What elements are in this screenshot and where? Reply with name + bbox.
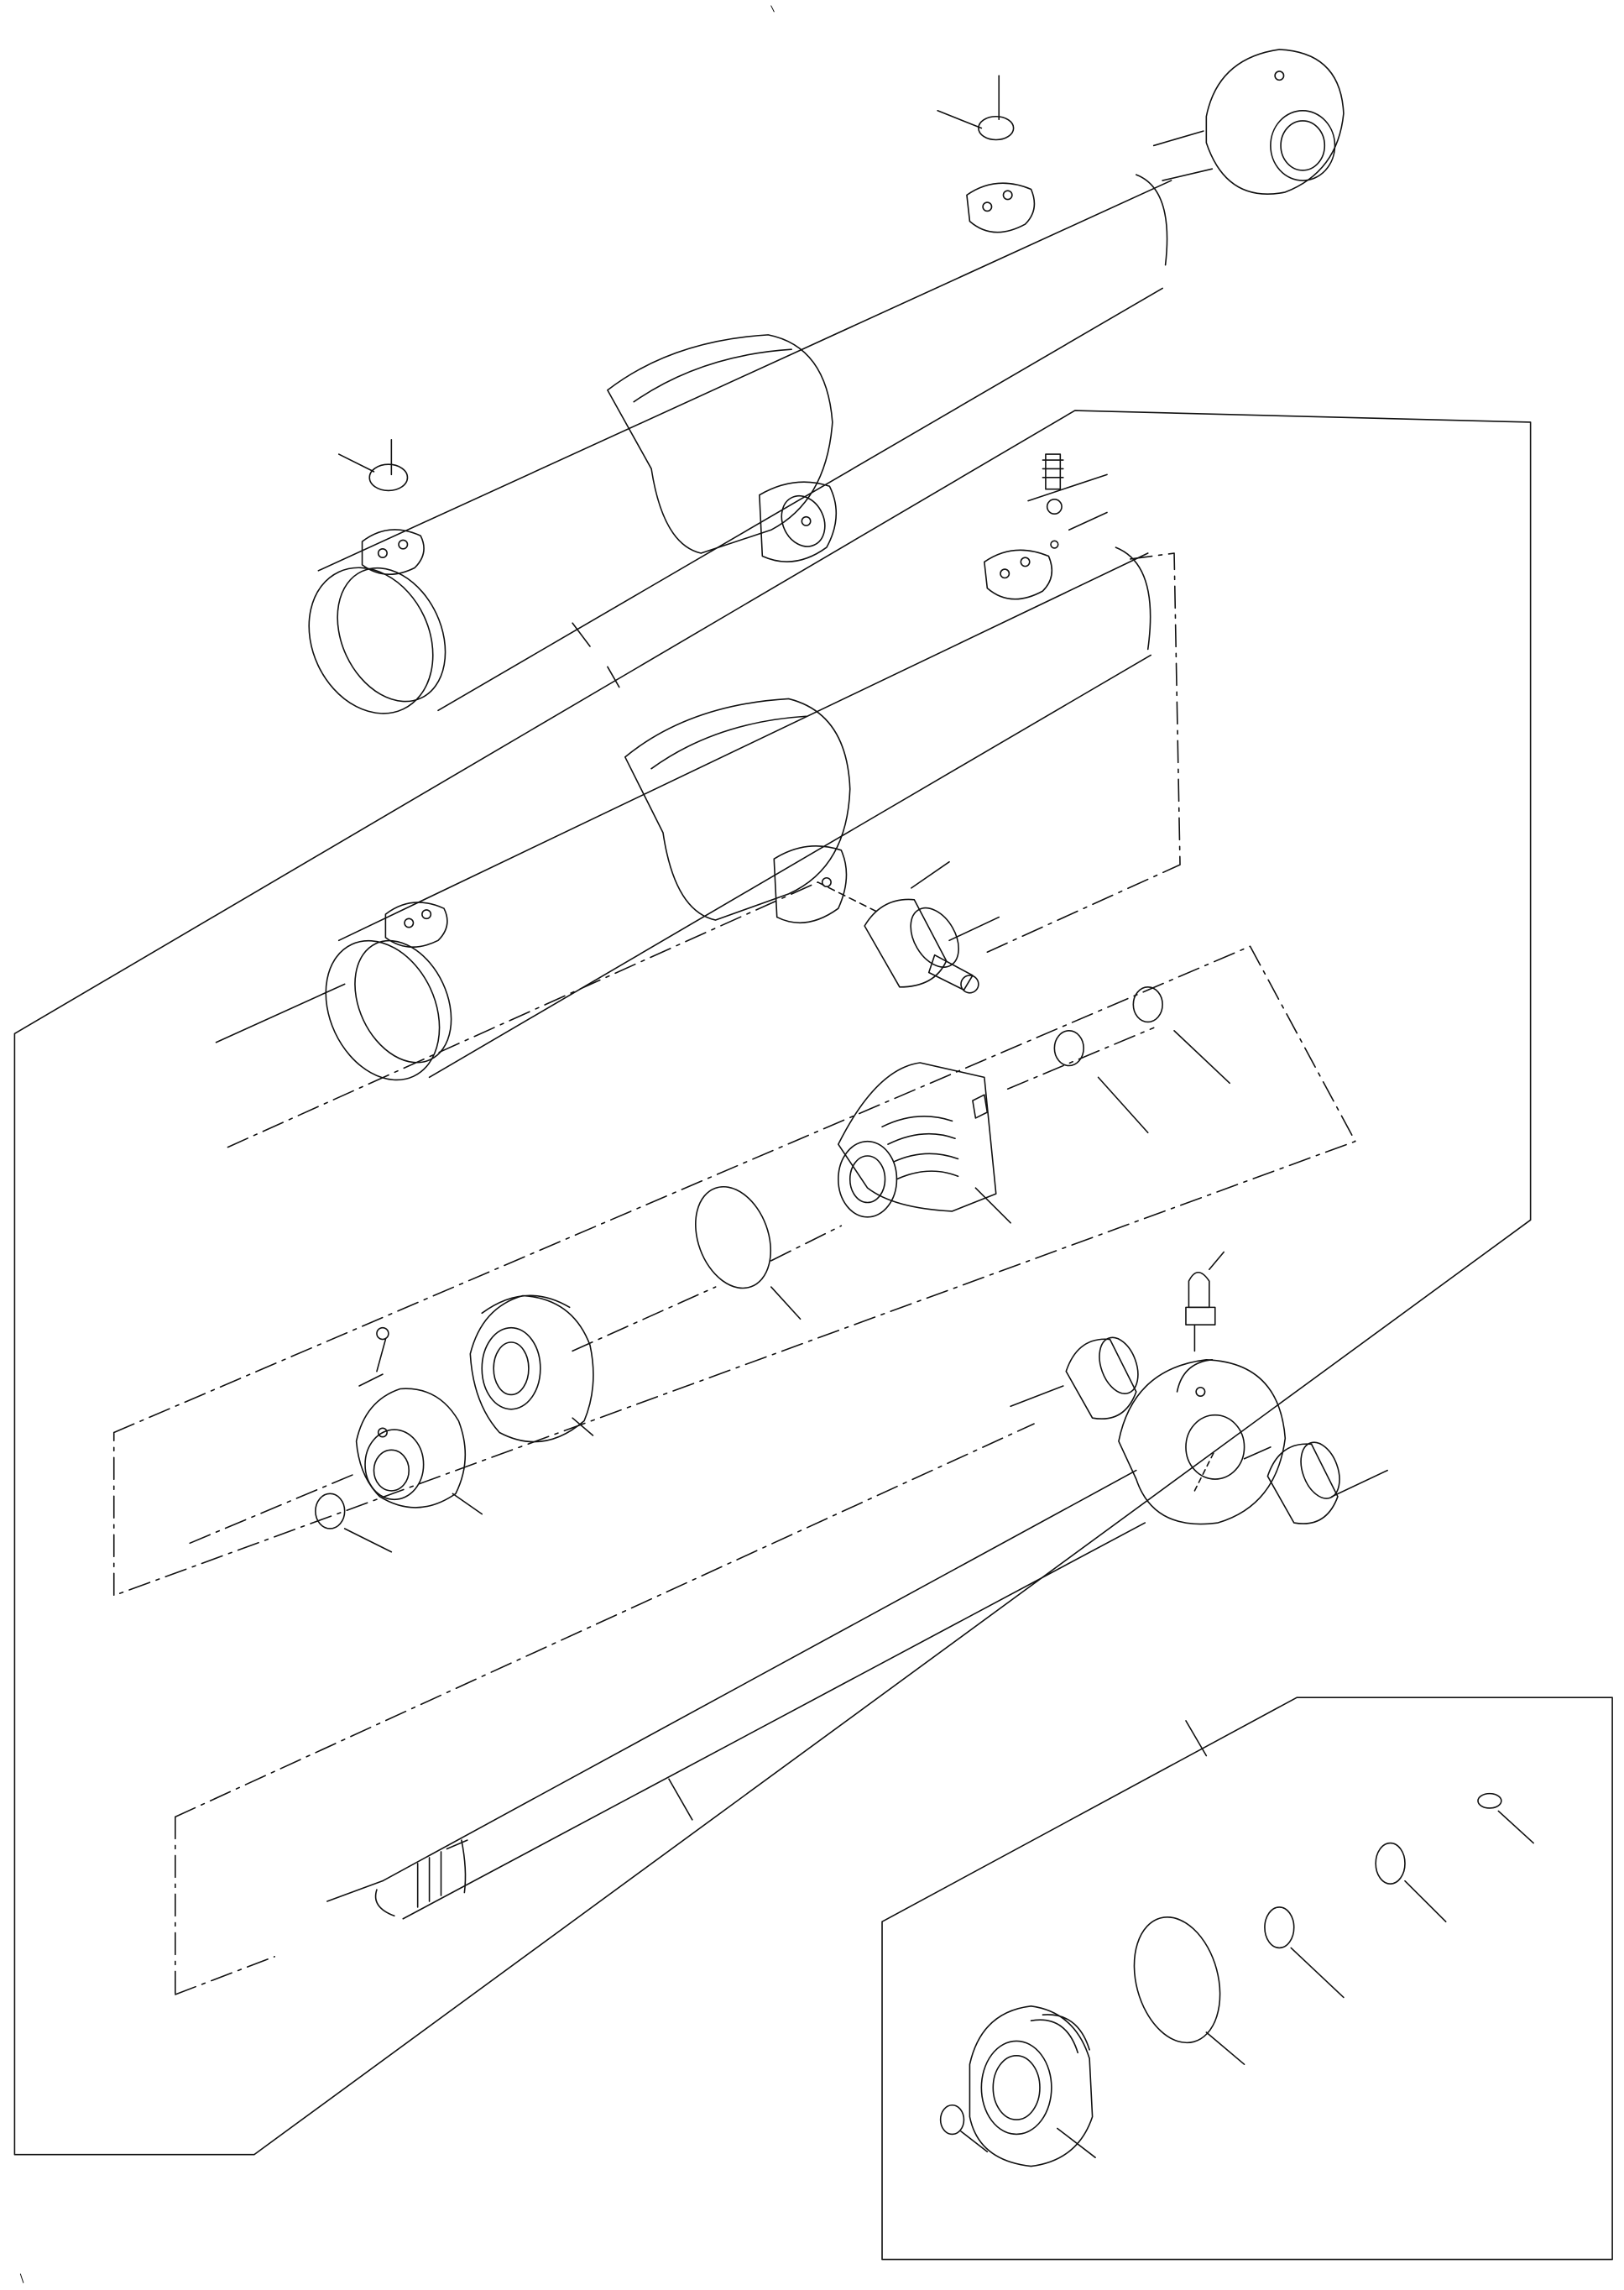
cylinder-grease-boss (760, 482, 836, 562)
assembly-axis-line (190, 1027, 1153, 1543)
cylinder-callout-lines (339, 76, 1000, 687)
tube-callout-lines (217, 474, 1107, 1042)
head-o-ring-outer (1133, 987, 1162, 1022)
plug-and-ring (1042, 454, 1063, 548)
exploded-view-boundary (14, 410, 1530, 2155)
piston-nut (357, 1388, 466, 1508)
set-callout-lines (345, 1031, 1230, 1552)
tube-flange-front (385, 902, 447, 947)
cylinder-collar (608, 335, 833, 553)
rod-eye (1119, 1360, 1285, 1524)
scan-mark-top (771, 6, 774, 12)
tube-flange-rear (984, 550, 1052, 599)
piston-rod-assembly (327, 1252, 1387, 1918)
head-o-ring-inner (1054, 1031, 1084, 1066)
piston (470, 1295, 593, 1441)
seal-kit-ring-tiny (1478, 1794, 1501, 1808)
rod-grease-fitting (1186, 1273, 1215, 1396)
port-flange-front (363, 530, 425, 574)
rod-bushing-right (1267, 1437, 1346, 1524)
seal-kit-ring-front (941, 2105, 964, 2135)
rod-phantom-box (175, 1424, 1034, 1995)
port-flange-rear (967, 183, 1034, 232)
seal-kit (882, 1697, 1612, 2259)
cylinder-assembly (286, 50, 1344, 734)
tube-assembly (217, 454, 1180, 1148)
seal-kit-callout-lines (961, 1811, 1533, 2157)
o-ring-front-port (369, 464, 407, 490)
seal-kit-ring-large (1121, 1907, 1234, 2052)
seal-kit-head (969, 2006, 1092, 2167)
seal-kit-frame (882, 1697, 1612, 2259)
seal-kit-ring-small (1376, 1843, 1405, 1885)
cylinder-barrel (286, 175, 1172, 734)
rod-callout-lines (327, 1252, 1387, 1900)
seal-kit-ring-medium (1265, 1907, 1294, 1948)
seal-kit-leader (1186, 1721, 1206, 1756)
rod-end-eye (1154, 50, 1344, 194)
head-o-ring-large (682, 1176, 784, 1299)
cylinder-head (838, 1063, 996, 1217)
piston-o-ring (316, 1493, 345, 1529)
tube-phantom-line (227, 553, 1180, 1148)
split-pin (377, 1328, 389, 1372)
rod-bushing-left (1066, 1332, 1145, 1419)
head-and-piston-set (190, 987, 1230, 1552)
scan-mark (20, 2274, 23, 2282)
head-piston-phantom-box (114, 946, 1355, 1595)
tube-grease-fitting (929, 955, 979, 993)
o-ring-rear-port (979, 117, 1014, 140)
